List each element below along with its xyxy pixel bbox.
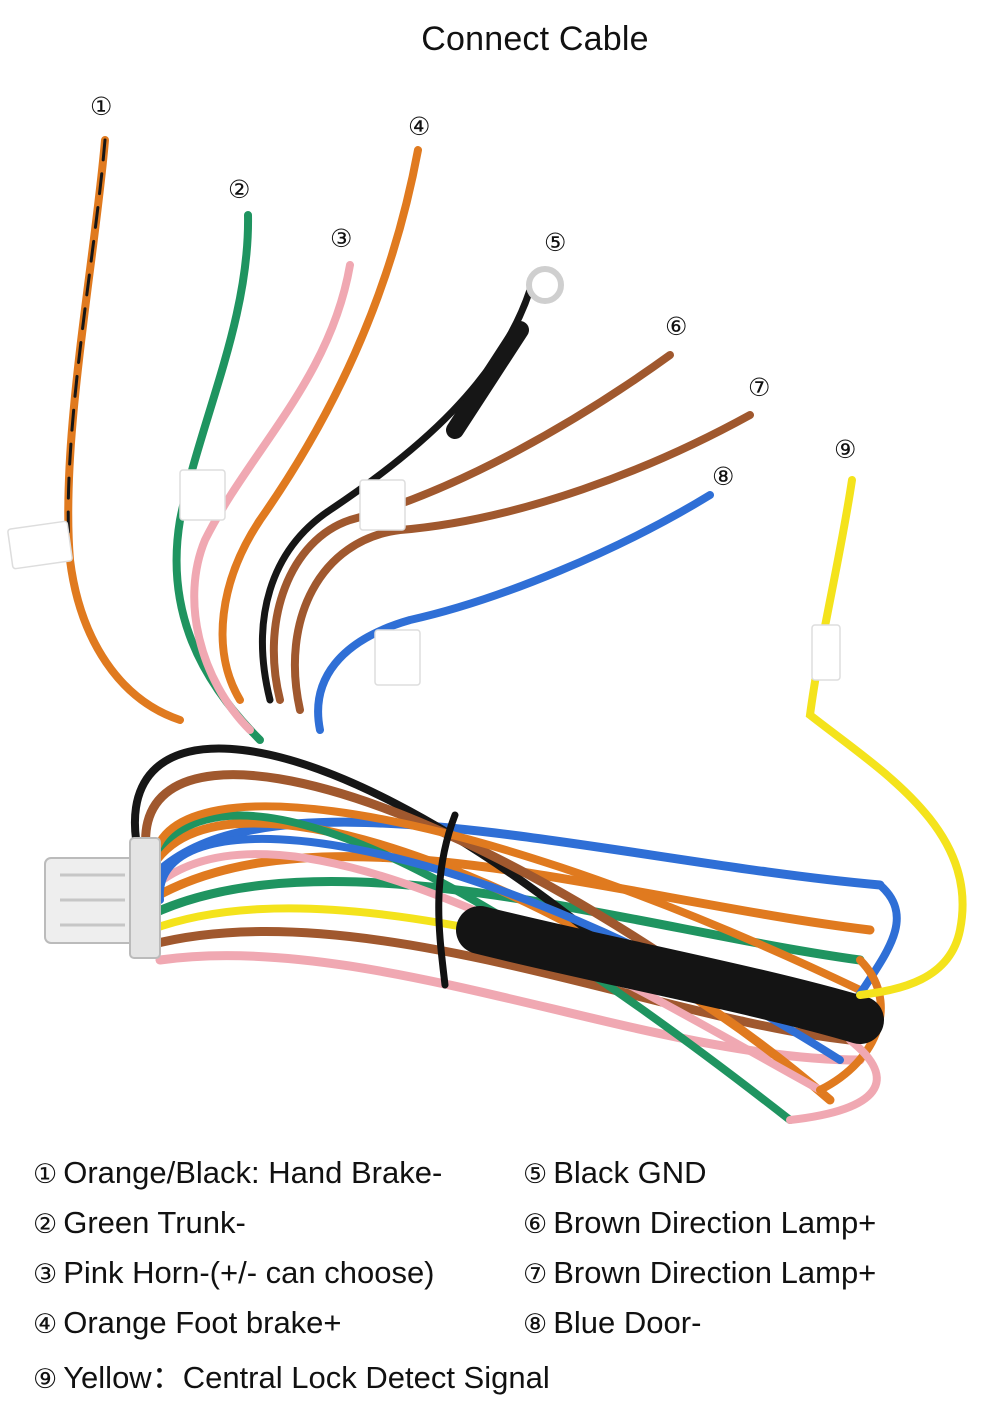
wire-number-8: ⑧: [712, 462, 734, 491]
wire-number-6: ⑥: [665, 312, 687, 341]
wire-number-3: ③: [330, 224, 352, 253]
legend-number: ②: [33, 1209, 58, 1240]
wire-tags: [7, 469, 841, 686]
legend-text: Yellow：Central Lock Detect Signal: [63, 1360, 550, 1395]
wire-number-9: ⑨: [834, 435, 856, 464]
wire-1-orange-black: [64, 136, 184, 724]
legend-number: ⑧: [523, 1309, 548, 1340]
wire-number-5: ⑤: [544, 228, 566, 257]
wire-bundle: [131, 744, 901, 1124]
legend-text: Black GND: [553, 1155, 707, 1190]
wire-number-7: ⑦: [748, 373, 770, 402]
connector-plug: [44, 837, 161, 959]
wire-9-yellow: [805, 476, 967, 999]
legend-text: Green Trunk-: [63, 1205, 246, 1240]
wire-7-brown: [290, 411, 754, 714]
legend-number: ⑨: [33, 1364, 58, 1395]
legend-text: Brown Direction Lamp+: [553, 1205, 877, 1240]
wire-number-2: ②: [228, 175, 250, 204]
wire-8-blue: [314, 491, 714, 734]
legend-text: Brown Direction Lamp+: [553, 1255, 877, 1290]
wire-harness-illustration: ① ② ③ ④ ⑤ ⑥ ⑦ ⑧ ⑨: [7, 92, 967, 1124]
ring-terminal: [526, 266, 564, 304]
legend-number: ④: [33, 1309, 58, 1340]
wire-number-4: ④: [408, 112, 430, 141]
legend-text: Blue Door-: [553, 1305, 702, 1340]
wire-4-orange: [218, 146, 422, 704]
legend-text: Orange Foot brake+: [63, 1305, 342, 1340]
legend-text: Pink Horn-(+/- can choose): [63, 1255, 435, 1290]
legend-number: ③: [33, 1259, 58, 1290]
wire-3-pink: [190, 261, 354, 734]
legend-number: ⑥: [523, 1209, 548, 1240]
legend-number: ①: [33, 1159, 58, 1190]
legend-text: Orange/Black: Hand Brake-: [63, 1155, 443, 1190]
wire-number-1: ①: [90, 92, 112, 121]
page-title: Connect Cable: [421, 20, 649, 58]
legend-number: ⑤: [523, 1159, 548, 1190]
legend-number: ⑦: [523, 1259, 548, 1290]
wire-number-labels: ① ② ③ ④ ⑤ ⑥ ⑦ ⑧ ⑨: [90, 92, 856, 491]
